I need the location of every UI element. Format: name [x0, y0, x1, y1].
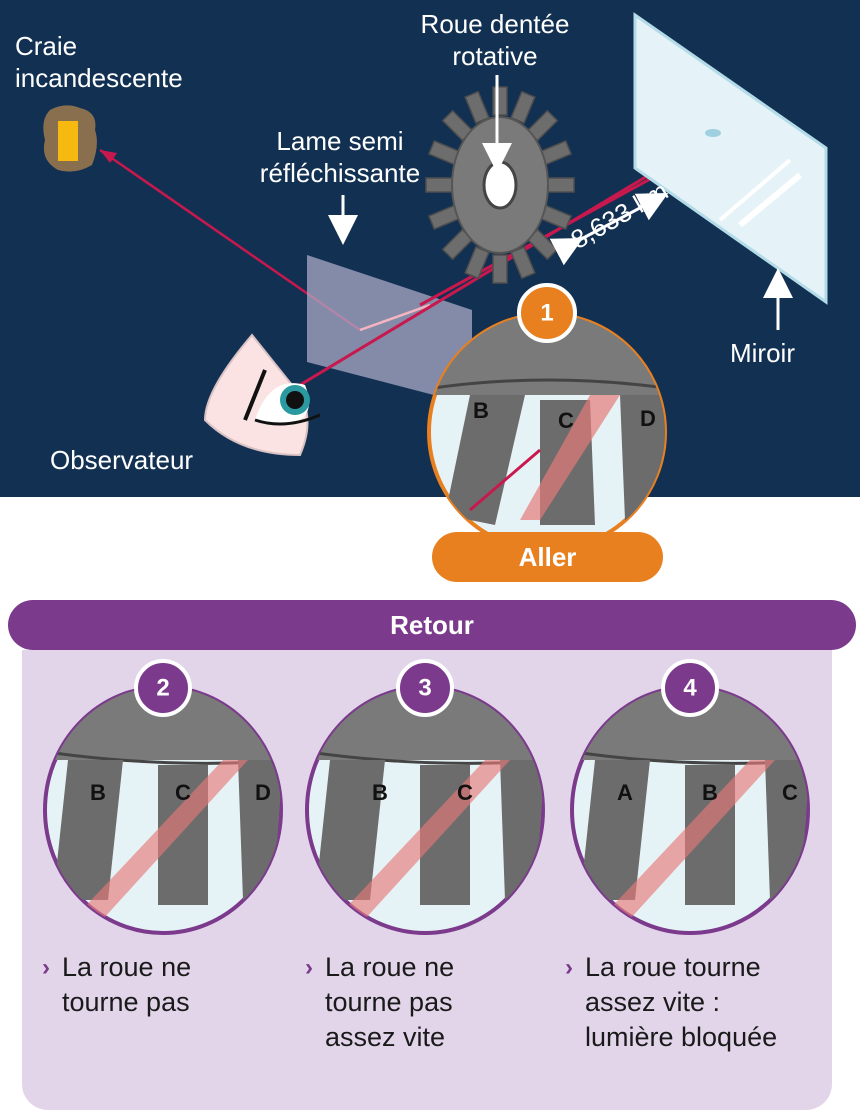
tooth-letter: B — [372, 780, 388, 805]
chevron-right-icon: › — [305, 954, 313, 981]
tooth-letter: C — [457, 780, 473, 805]
wheel-label: Roue dentée rotative — [420, 9, 570, 71]
chevron-right-icon: › — [565, 954, 573, 981]
zoom-circle-4 — [570, 659, 810, 935]
step-badge-2: 2 — [156, 675, 169, 702]
setup-illustration: B C D 1 — [43, 12, 828, 552]
plate-label: Lame semi réfléchissante — [259, 126, 421, 188]
step-badge-4: 4 — [683, 675, 697, 702]
distance-arrow — [549, 192, 669, 266]
tooth-letter: C — [175, 780, 191, 805]
tooth-letter: D — [640, 406, 656, 431]
tooth-letter: D — [255, 780, 271, 805]
eye-icon — [243, 369, 321, 426]
tooth-letter: B — [90, 780, 106, 805]
tooth-letter: B — [702, 780, 718, 805]
gear-icon — [425, 86, 575, 284]
chalk-label: Craie incandescente — [15, 31, 183, 93]
tooth-letter: B — [473, 398, 489, 423]
zoom-circle-1: B C D 1 — [427, 283, 667, 552]
observer-label: Observateur — [50, 445, 194, 475]
chevron-right-icon: › — [42, 954, 50, 981]
tooth-letter: C — [558, 408, 574, 433]
step-badge-3: 3 — [418, 675, 431, 702]
mirror — [633, 12, 828, 305]
tooth-letter: C — [782, 780, 798, 805]
chalk-flame — [58, 121, 78, 161]
step-badge-1: 1 — [540, 300, 553, 327]
tooth-letter: A — [617, 780, 633, 805]
retour-banner: Retour — [8, 600, 856, 650]
mirror-label: Miroir — [730, 338, 795, 368]
zoom-circle-3 — [305, 659, 545, 935]
zoom-circle-2 — [43, 659, 283, 935]
aller-banner: Aller — [432, 532, 663, 582]
